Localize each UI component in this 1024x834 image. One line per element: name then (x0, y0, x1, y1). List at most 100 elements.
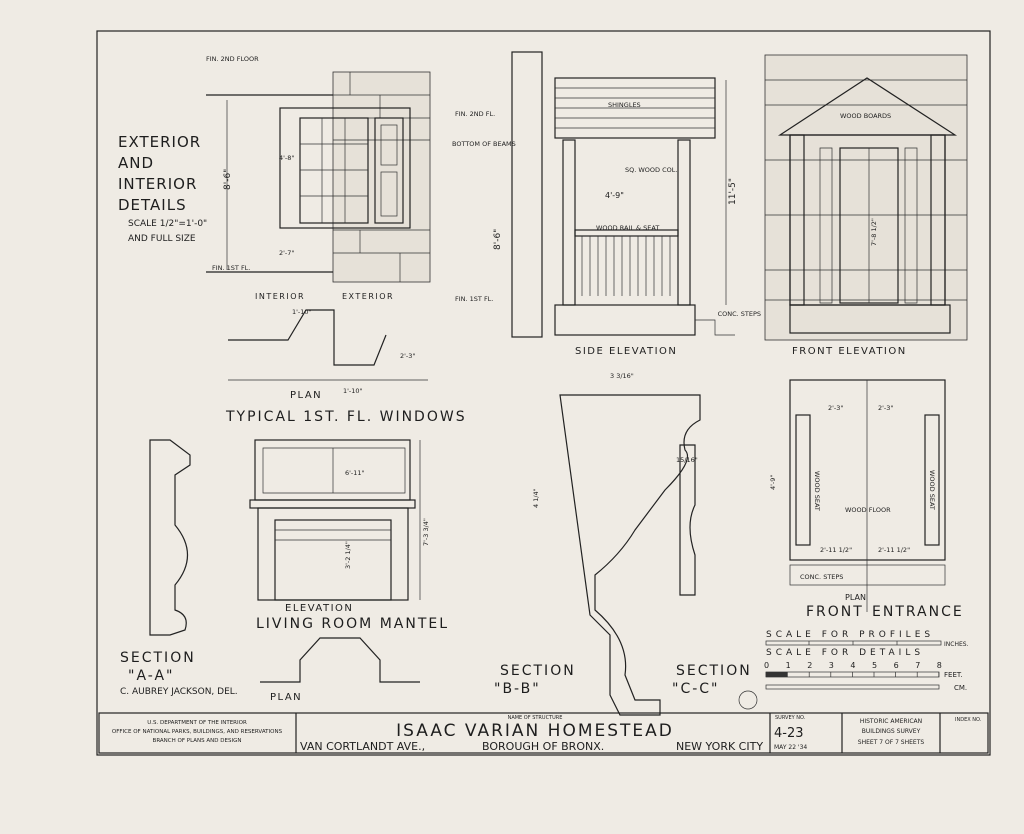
dimension: 15/16" (676, 456, 698, 464)
drawing-title: TYPICAL 1ST. FL. WINDOWS (225, 409, 467, 425)
dimension: 2'-11 1/2" (820, 546, 852, 554)
elevation-label: ELEVATION (285, 603, 353, 614)
dimension: 7'-3 3/4" (422, 518, 430, 546)
section-title: SECTION (500, 663, 576, 679)
drawing-title: FRONT (806, 604, 864, 620)
index-caption: INDEX NO. (955, 717, 982, 723)
dimension: 6'-11" (345, 469, 365, 477)
plan-label: PLAN (270, 692, 302, 703)
dimension: 8'-6" (493, 229, 503, 250)
sheet-border (96, 30, 991, 756)
dimension: 2'-7" (279, 249, 294, 257)
section-title: SECTION (676, 663, 752, 679)
dimension: 4'-9" (769, 475, 777, 490)
dimension: 4'-8" (279, 154, 294, 162)
drawing-title: LIVING ROOM MANTEL (256, 616, 449, 632)
scale-unit: CM. (954, 684, 967, 692)
agency-line: OFFICE OF NATIONAL PARKS, BUILDINGS, AND… (112, 729, 283, 735)
mantel-elevation: 6'-11" 3'-2 1/4" 7'-3 3/4" ELEVATION LIV… (249, 439, 449, 703)
section-name: "B-B" (494, 681, 541, 697)
title-block: U.S. DEPARTMENT OF THE INTERIOR OFFICE O… (98, 712, 989, 754)
drawing-title: SIDE ELEVATION (575, 346, 677, 357)
scale-tick-label: 3 (829, 661, 834, 670)
section-name: "A-A" (128, 668, 174, 684)
dimension: 11'-5" (728, 178, 738, 205)
agency-line: U.S. DEPARTMENT OF THE INTERIOR (147, 720, 247, 726)
exterior-label: EXTERIOR (342, 292, 394, 301)
drawing-title: FRONT ELEVATION (792, 346, 907, 357)
habs-label: BUILDINGS SURVEY (862, 728, 921, 735)
street-address: VAN CORTLANDT AVE., (300, 740, 425, 753)
heading-line: AND (118, 154, 154, 172)
dimension: 7'-8 1/2" (870, 218, 878, 246)
section-name: "C-C" (672, 681, 719, 697)
interior-label: INTERIOR (255, 292, 305, 301)
material-label: WOOD SEAT (928, 470, 936, 510)
drawing-title: ENTRANCE (872, 604, 964, 620)
level-label: FIN. 1ST FL. (455, 295, 493, 303)
survey-number: 4-23 (774, 726, 804, 741)
window-elevation: FIN. 2ND FLOOR FIN. 1ST FL. 8'-6" 4'-8" … (206, 55, 467, 425)
level-label: FIN. 2ND FLOOR (206, 55, 259, 63)
dimension: 1'-10" (292, 308, 312, 316)
section-profiles: 3 3/16" 4 1/4" 15/16" SECTION "A-A" C. A… (120, 372, 758, 716)
material-label: WOOD BOARDS (840, 112, 891, 120)
level-label: BOTTOM OF BEAMS (452, 140, 516, 148)
level-label: FIN. 2ND FL. (455, 110, 495, 118)
stamp-seal (738, 690, 758, 710)
heading-line: EXTERIOR (118, 133, 201, 151)
dimension: 2'-3" (400, 352, 415, 360)
side-elevation: FIN. 2ND FL. BOTTOM OF BEAMS SHINGLES SQ… (452, 51, 761, 357)
scale-label: SCALE FOR DETAILS (766, 648, 924, 658)
level-label: FIN. 1ST FL. (212, 264, 250, 272)
agency-line: BRANCH OF PLANS AND DESIGN (153, 738, 242, 744)
habs-label: HISTORIC AMERICAN (860, 718, 922, 725)
material-label: SQ. WOOD COL. (625, 166, 677, 174)
dimension: 2'-3" (828, 404, 843, 412)
material-label: WOOD FLOOR (845, 506, 891, 514)
material-label: SHINGLES (608, 101, 641, 109)
material-label: WOOD RAIL & SEAT (596, 224, 659, 232)
scale-note: AND FULL SIZE (128, 234, 196, 244)
material-label: CONC. STEPS (800, 573, 843, 581)
dimension: 4 1/4" (532, 488, 540, 508)
sheet-heading: EXTERIOR AND INTERIOR DETAILS SCALE 1/2"… (118, 133, 207, 244)
dimension: 2'-11 1/2" (878, 546, 910, 554)
scale-tick-label: 1 (786, 661, 791, 670)
name-caption: NAME OF STRUCTURE (508, 715, 563, 721)
front-entrance-plan: 2'-3" 2'-3" WOOD SEAT WOOD SEAT WOOD FLO… (769, 379, 964, 620)
borough: BOROUGH OF BRONX. (482, 740, 604, 753)
heading-line: DETAILS (118, 196, 187, 214)
scale-unit: FEET. (944, 671, 963, 679)
plan-label: PLAN (845, 593, 866, 602)
dimension: 3'-2 1/4" (344, 541, 352, 569)
heading-line: INTERIOR (118, 175, 197, 193)
delineator-credit: C. AUBREY JACKSON, DEL. (120, 687, 238, 697)
city: NEW YORK CITY (676, 740, 763, 753)
survey-caption: SURVEY NO. (775, 715, 806, 721)
survey-date: MAY 22 '34 (774, 744, 807, 751)
scale-tick-label: 5 (872, 661, 877, 670)
front-elevation: WOOD BOARDS 7'-8 1/2" FRONT ELEVATION (764, 54, 968, 357)
dimension: 8'-6" (223, 169, 233, 190)
material-label: WOOD SEAT (813, 471, 821, 511)
section-title: SECTION (120, 650, 196, 666)
material-label: CONC. STEPS (718, 310, 761, 318)
dimension: 3 3/16" (610, 372, 634, 380)
dimension: 2'-3" (878, 404, 893, 412)
dimension: 1'-10" (343, 387, 363, 395)
scale-label: SCALE FOR PROFILES (766, 630, 934, 640)
graphic-scales: SCALE FOR PROFILES INCHES. SCALE FOR DET… (764, 630, 969, 692)
dimension: 4'-9" (605, 191, 624, 200)
scale-unit: INCHES. (944, 641, 969, 648)
scale-tick-label: 4 (850, 661, 855, 670)
scale-tick-label: 8 (937, 661, 942, 670)
scale-tick-label: 6 (894, 661, 899, 670)
structure-name: ISAAC VARIAN HOMESTEAD (396, 721, 674, 741)
scale-tick-label: 2 (807, 661, 812, 670)
sheet-number: SHEET 7 OF 7 SHEETS (858, 739, 925, 746)
scale-tick-label: 7 (915, 661, 920, 670)
scale-tick-label: 0 (764, 661, 769, 670)
scale-note: SCALE 1/2"=1'-0" (128, 219, 207, 229)
